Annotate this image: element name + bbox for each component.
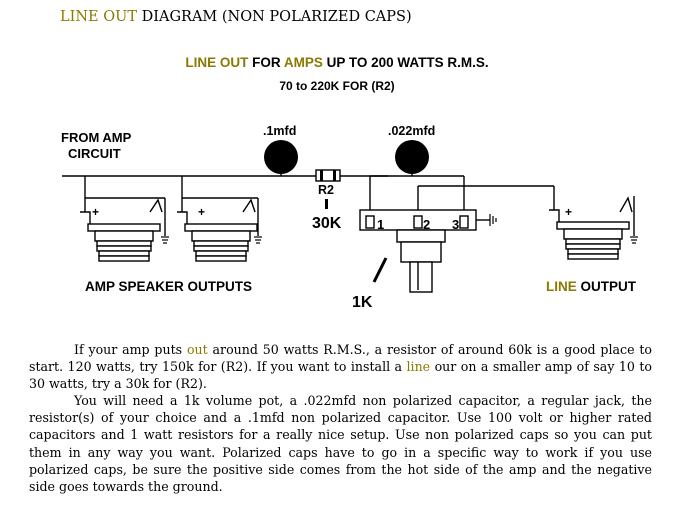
p1-text-c: around 50 watts R.M.S., a resistor of ar…: [29, 342, 652, 375]
subtitle-highlight-amps: AMPS: [283, 55, 323, 70]
subtitle-for: FOR: [248, 55, 284, 70]
from-amp-label-2: CIRCUIT: [68, 146, 121, 161]
p1-text-e: our on a smaller amp of say 10 to 30 wat…: [29, 359, 652, 392]
title-highlight: LINE OUT: [60, 9, 138, 25]
paragraph-1: If your amp puts out around 50 watts R.M…: [29, 341, 652, 392]
subtitle-highlight-line-out: LINE OUT: [185, 55, 249, 70]
r2-label: R2: [318, 183, 334, 197]
speaker-jack-1-icon: [80, 198, 163, 262]
line-output-highlight: LINE: [546, 279, 577, 294]
diagram-subtitle: LINE OUT FOR AMPS UP TO 200 WATTS R.M.S.: [0, 55, 674, 70]
ground-symbols: [161, 214, 638, 244]
pin2-label: 2: [423, 217, 431, 232]
resistor-r2-icon: [315, 169, 341, 182]
paragraph-2: You will need a 1k volume pot, a .022mfd…: [29, 393, 652, 494]
pot-value-label: 1K: [352, 294, 373, 311]
cap-01mfd-icon: [264, 140, 298, 174]
jack2-plus-label: +: [198, 205, 206, 219]
pin1-label: 1: [377, 217, 385, 232]
line-output-rest: OUTPUT: [576, 279, 637, 294]
amp-speaker-outputs-label: AMP SPEAKER OUTPUTS: [85, 279, 253, 294]
r2-value-label: 30K: [312, 215, 342, 232]
line-output-label: LINE OUTPUT: [546, 279, 636, 294]
pot-pointer: [372, 257, 388, 283]
line-output-jack-icon: [549, 196, 633, 260]
instructions-text: If your amp puts out around 50 watts R.M…: [29, 341, 652, 495]
p1-highlight-line: line: [406, 359, 431, 375]
diagram-subtitle-r2: 70 to 220K FOR (R2): [279, 79, 395, 93]
pin3-label: 3: [452, 217, 460, 232]
from-amp-label-1: FROM AMP: [61, 130, 132, 145]
title-rest: DIAGRAM (NON POLARIZED CAPS): [137, 9, 412, 25]
cap-022mfd-icon: [395, 140, 429, 174]
p1-highlight-out: out: [186, 342, 208, 357]
p1-text-a: If your amp puts: [74, 342, 187, 357]
volume-pot-icon: [359, 209, 477, 293]
cap1-label: .1mfd: [263, 124, 297, 138]
speaker-jack-2-icon: [177, 198, 258, 262]
line-out-plus-label: +: [565, 205, 573, 219]
r2-pointer: [325, 199, 328, 209]
jack1-plus-label: +: [92, 205, 100, 219]
page-title: LINE OUT DIAGRAM (NON POLARIZED CAPS): [60, 9, 412, 25]
subtitle-rest: UP TO 200 WATTS R.M.S.: [322, 55, 489, 70]
cap2-label: .022mfd: [388, 124, 436, 138]
